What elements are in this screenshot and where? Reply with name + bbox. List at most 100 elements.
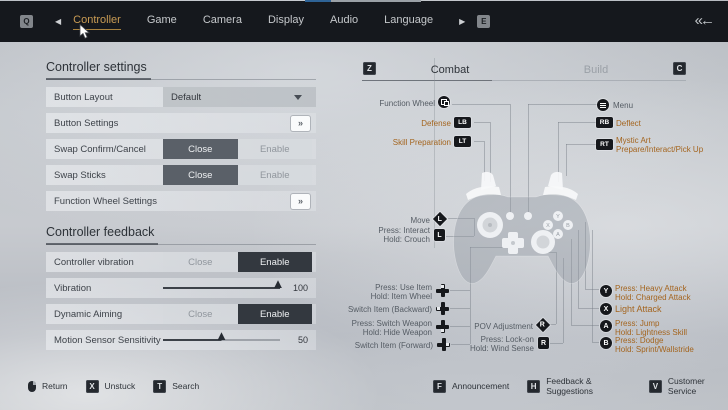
footer-customer-service[interactable]: V Customer Service [648,376,728,396]
tab-game[interactable]: Game [146,14,177,26]
section-title: Controller settings [46,60,151,80]
svg-text:B: B [566,223,570,229]
label-menu: Menu [613,101,634,110]
footer-left-group: Return X Unstuck T Search [28,376,199,396]
slider-track[interactable] [163,332,280,341]
tab-language[interactable]: Language [384,14,434,26]
connector-line [566,144,596,145]
option-enable[interactable]: Enable [237,252,312,272]
row-label: Dynamic Aiming [54,308,123,320]
row-function-wheel-settings[interactable]: Function Wheel Settings » [46,191,316,211]
a-button [553,229,563,239]
footer-unstuck[interactable]: X Unstuck [85,379,135,393]
footer-announcement[interactable]: F Announcement [433,379,509,393]
tab-controller[interactable]: Controller [73,14,121,30]
slider-track[interactable] [163,280,282,289]
footer-feedback[interactable]: H Feedback & Suggestions [527,376,631,396]
row-button-settings[interactable]: Button Settings » [46,113,316,133]
b-button [563,220,573,230]
footer-return[interactable]: Return [28,380,68,392]
dpad-up-icon [436,284,449,297]
tab-display[interactable]: Display [267,14,305,26]
tab-build[interactable]: Build [583,64,609,76]
connector-line [550,343,563,344]
option-close[interactable]: Close [163,252,238,272]
row-label: Vibration [54,282,92,294]
row-dynamic-aiming[interactable]: Dynamic Aiming Close Enable [46,304,316,324]
connector-line [510,104,511,213]
menu-button [524,212,532,220]
connector-line [470,247,471,344]
x-button-icon: X [600,303,612,315]
tab-audio[interactable]: Audio [330,14,359,26]
row-label: Controller vibration [54,256,134,268]
option-enable[interactable]: Enable [237,139,312,159]
b-button-icon: B [600,337,612,349]
tab-camera[interactable]: Camera [202,14,242,26]
dpad-left-icon [436,302,449,315]
connector-line [578,308,599,309]
connector-line [474,218,475,236]
swap-sticks-toggle: Close Enable [163,165,312,185]
connector-line [450,326,470,327]
row-button-layout[interactable]: Button Layout Default [46,87,316,107]
mouse-right-click-icon [28,380,36,392]
collapse-panel-icon[interactable]: «← [694,12,715,29]
tab-combat[interactable]: Combat [430,64,470,76]
option-close[interactable]: Close [163,139,238,159]
rb-button-icon: RB [596,117,613,128]
connector-line [450,290,470,291]
row-vibration[interactable]: Vibration 100 [46,278,316,298]
connector-line [578,230,579,308]
slider-thumb[interactable] [217,332,226,341]
connector-line [548,324,556,325]
view-button [506,212,514,220]
connector-line [558,122,559,182]
connector-line [446,236,474,237]
prev-tab-arrow-icon[interactable]: ◀ [55,17,62,26]
option-close[interactable]: Close [163,165,238,185]
label-function-wheel: Function Wheel [379,99,435,108]
row-label: Function Wheel Settings [54,195,157,207]
left-stick-icon: L [432,211,448,227]
label-light-attack: Light Attack [615,304,662,314]
key-hint-c: C [673,62,686,75]
right-stick-icon: R [535,317,551,333]
lb-button-icon: LB [454,117,471,128]
label-switch-item-backward: Switch Item (Backward) [347,305,432,314]
footer-right-group: F Announcement H Feedback & Suggestions … [433,376,728,396]
vibration-slider: 100 [163,278,316,298]
option-close[interactable]: Close [163,304,238,324]
key-hint-f: F [433,379,446,393]
row-swap-confirm-cancel[interactable]: Swap Confirm/Cancel Close Enable [46,139,316,159]
footer-label: Customer Service [667,376,705,396]
label-defense: Defense [421,119,451,128]
connector-line [450,308,470,309]
mapping-divider-line [434,58,435,248]
controller-vibration-toggle: Close Enable [163,252,312,272]
row-controller-vibration[interactable]: Controller vibration Close Enable [46,252,316,272]
option-enable[interactable]: Enable [237,304,312,324]
open-button-settings-button[interactable]: » [291,115,310,131]
build-tab-underline [492,80,686,81]
slider-thumb[interactable] [274,280,282,289]
option-enable[interactable]: Enable [237,165,312,185]
section-controller-feedback: Controller feedback [46,223,316,245]
row-motion-sensor-sensitivity[interactable]: Motion Sensor Sensitivity 50 [46,330,316,350]
footer-search[interactable]: T Search [153,379,199,393]
button-layout-dropdown[interactable]: Default [163,87,316,107]
row-swap-sticks[interactable]: Swap Sticks Close Enable [46,165,316,185]
next-tab-arrow-icon[interactable]: ▶ [459,17,466,26]
connector-line [474,141,484,142]
connector-line [484,141,485,181]
connector-line [592,342,599,343]
section-controller-settings: Controller settings [46,58,316,80]
open-function-wheel-settings-button[interactable]: » [291,193,310,209]
connector-line [566,144,567,176]
swap-confirm-toggle: Close Enable [163,139,312,159]
connector-line [452,104,510,105]
